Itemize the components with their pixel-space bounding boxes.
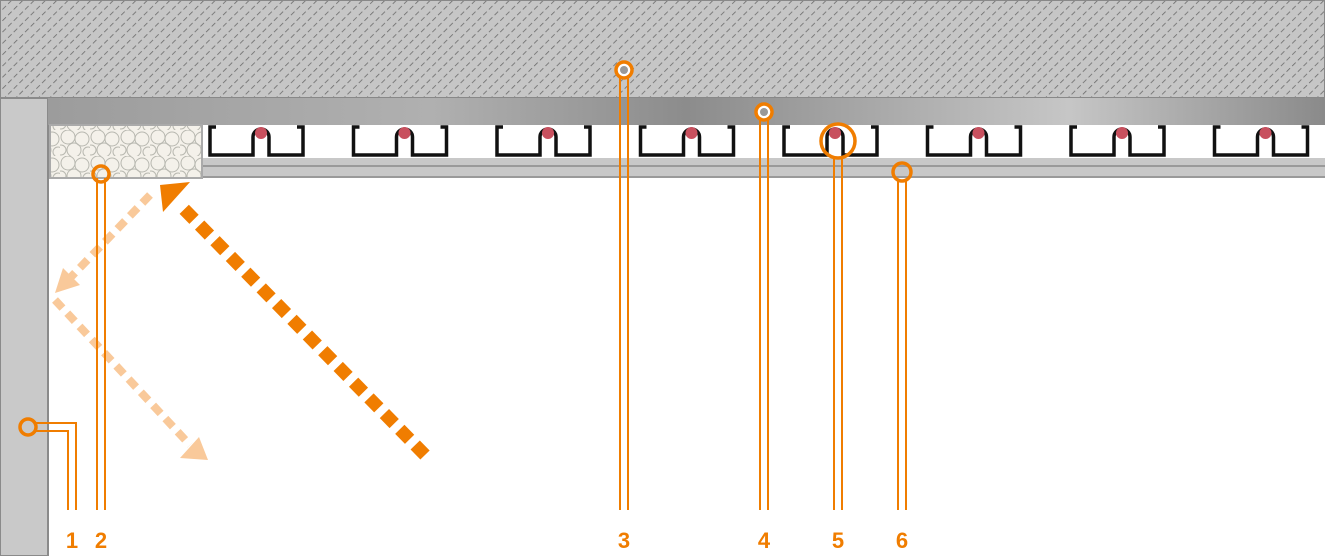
panel-cavity: [202, 125, 1325, 158]
wall: [0, 97, 49, 556]
arrow-head-icon: [55, 268, 80, 293]
heating-pipe: [972, 127, 985, 139]
heat-conducting-profiles: [208, 125, 1310, 157]
heating-pipe: [1116, 127, 1128, 139]
heating-pipe: [255, 127, 267, 139]
ceiling-slab: [0, 0, 1325, 99]
radiation-arrows: [52, 182, 430, 460]
arrow-head-icon: [160, 182, 190, 212]
arrow-head-icon: [180, 437, 208, 460]
marker-5: [819, 122, 857, 160]
heating-pipe: [685, 127, 698, 139]
air-gap: [48, 98, 1325, 125]
ceiling-panel: [201, 125, 1325, 178]
heating-pipe: [542, 127, 554, 139]
callout-label-3: 3: [617, 528, 631, 553]
heating-pipe: [829, 127, 841, 139]
callout-markers: [18, 60, 913, 437]
marker-2: [91, 164, 111, 184]
marker-6: [891, 161, 913, 183]
heating-pipe: [398, 127, 411, 139]
marker-1: [18, 417, 38, 437]
callout-label-4: 4: [757, 528, 771, 553]
callout-label-1: 1: [65, 528, 79, 553]
callout-label-6: 6: [895, 528, 909, 553]
edge-insulation: [49, 124, 203, 179]
heating-pipe: [1259, 127, 1272, 139]
callout-lines: [28, 78, 907, 510]
callout-label-5: 5: [831, 528, 845, 553]
callout-label-2: 2: [94, 528, 108, 553]
